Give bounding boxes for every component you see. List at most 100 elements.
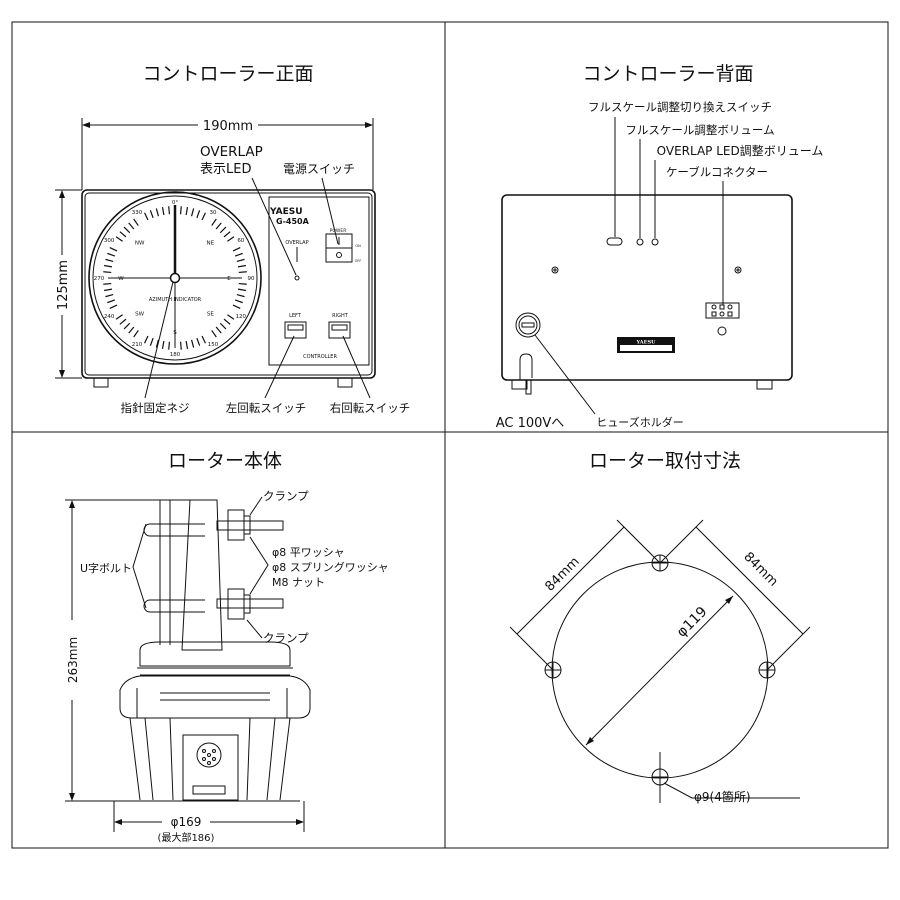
dial-tick bbox=[211, 330, 217, 338]
left-switch-callout: 左回転スイッチ bbox=[226, 401, 307, 415]
screw-icon bbox=[551, 266, 559, 274]
front-title: コントローラー正面 bbox=[142, 63, 313, 85]
overlap-volume-callout: OVERLAP LED調整ボリューム bbox=[657, 143, 824, 158]
dial-tick bbox=[211, 218, 217, 226]
dial-tick bbox=[103, 271, 112, 274]
dial-tick bbox=[237, 288, 247, 292]
dial-tick bbox=[179, 341, 182, 350]
model-name: G-450A bbox=[276, 217, 310, 226]
dial-tick bbox=[115, 314, 123, 320]
fullscale-volume[interactable] bbox=[636, 238, 644, 246]
dial-tick bbox=[238, 271, 247, 274]
power-cord bbox=[519, 353, 533, 395]
dial-tick bbox=[219, 226, 227, 234]
flat-washer-callout: φ8 平ワッシャ bbox=[272, 546, 345, 559]
dial-tick bbox=[201, 335, 206, 344]
dial-tick bbox=[223, 231, 231, 238]
rear-title: コントローラー背面 bbox=[582, 63, 753, 85]
dial-tick bbox=[128, 222, 135, 230]
spring-washer-callout: φ8 スプリングワッシャ bbox=[272, 560, 389, 574]
dial-tick bbox=[227, 314, 235, 320]
overlap-led-callout-1: OVERLAP bbox=[200, 144, 263, 160]
dial-tick bbox=[227, 236, 235, 242]
u-bolt-callout: U字ボルト bbox=[80, 561, 132, 575]
hole-diameter-callout: φ9(4箇所) bbox=[694, 790, 751, 804]
fullscale-switch[interactable] bbox=[606, 237, 623, 246]
height-dimension: 125mm bbox=[56, 260, 71, 310]
width-dimension: 190mm bbox=[203, 119, 253, 134]
dial-tick bbox=[128, 326, 135, 334]
rotor-height-dimension: 263mm bbox=[66, 637, 80, 683]
dial-direction-label: NW bbox=[135, 241, 145, 247]
dial-tick bbox=[201, 212, 206, 221]
pointer-screw-callout: 指針固定ネジ bbox=[121, 401, 190, 415]
off-label: OFF bbox=[355, 259, 362, 263]
clamp-bottom-callout: クランプ bbox=[263, 631, 309, 645]
plate-brand: YAESU bbox=[636, 340, 657, 346]
dial-tick bbox=[103, 282, 112, 285]
dial-degree-label: 210 bbox=[132, 342, 143, 348]
dial-direction-label: SW bbox=[135, 311, 144, 317]
dial-tick bbox=[185, 206, 189, 216]
screw-icon bbox=[734, 266, 742, 274]
dial-tick bbox=[123, 226, 131, 234]
rotor-top-cover bbox=[139, 641, 291, 667]
fuse-holder-callout: ヒューズホルダー bbox=[596, 415, 683, 429]
dial-tick bbox=[119, 231, 127, 238]
dial-tick bbox=[149, 210, 154, 219]
dial-tick bbox=[107, 299, 116, 304]
overlap-led-callout-2: 表示LED bbox=[200, 162, 251, 177]
right-rotate-switch[interactable] bbox=[328, 321, 351, 339]
dial-direction-label: S bbox=[173, 330, 177, 336]
dial-tick bbox=[190, 208, 195, 217]
dial-caption: AZIMUTH INDICATOR bbox=[149, 297, 202, 303]
dial-tick bbox=[103, 264, 113, 268]
nut-callout: M8 ナット bbox=[272, 576, 325, 589]
dial-tick bbox=[215, 222, 222, 230]
left-panel-label: LEFT bbox=[289, 313, 302, 319]
dial-tick bbox=[161, 340, 165, 350]
dial-degree-label: 270 bbox=[94, 276, 105, 282]
dial-tick bbox=[105, 258, 114, 263]
dial-tick bbox=[107, 252, 116, 257]
rotor-diameter-dimension: φ169 bbox=[171, 815, 202, 829]
right-panel-label: RIGHT bbox=[332, 313, 349, 319]
dial-degree-label: 0° bbox=[172, 200, 178, 206]
dial-tick bbox=[234, 252, 243, 257]
fuse-holder[interactable] bbox=[515, 312, 541, 338]
dial-tick bbox=[238, 282, 247, 285]
cable-connector-callout: ケーブルコネクター bbox=[666, 165, 768, 179]
outer-frame bbox=[11, 21, 889, 849]
dial-tick bbox=[236, 293, 245, 298]
dial-tick bbox=[115, 236, 123, 242]
fullscale-switch-callout: フルスケール調整切り換えスイッチ bbox=[588, 100, 772, 114]
dial-tick bbox=[196, 337, 201, 346]
dial-direction-label: E bbox=[227, 276, 231, 282]
right-switch-callout: 右回転スイッチ bbox=[330, 401, 411, 415]
overlap-led bbox=[294, 275, 300, 281]
left-rotate-switch[interactable] bbox=[284, 321, 307, 339]
rotor-housing bbox=[119, 675, 311, 719]
dial-tick bbox=[234, 299, 243, 304]
pointer-screw[interactable] bbox=[169, 272, 181, 284]
dial-degree-label: 180 bbox=[170, 352, 181, 358]
dial-tick bbox=[144, 212, 149, 221]
rear-panel: コントローラー背面 フルスケール調整切り換えスイッチ フルスケール調整ボリューム… bbox=[496, 63, 824, 431]
rotor-cable-connector bbox=[196, 742, 222, 768]
rotor-panel: ローター本体 263mm bbox=[65, 450, 389, 844]
clamp-top-callout: クランプ bbox=[263, 489, 309, 503]
dial-tick bbox=[185, 340, 189, 350]
dial-degree-label: 330 bbox=[132, 210, 143, 216]
dial-tick bbox=[119, 318, 127, 325]
dial-tick bbox=[155, 208, 160, 217]
overlap-led-volume[interactable] bbox=[651, 238, 659, 246]
dial-degree-label: 240 bbox=[104, 314, 115, 320]
dial-tick bbox=[103, 288, 113, 292]
power-switch-callout: 電源スイッチ bbox=[283, 162, 355, 176]
power-panel-label: POWER bbox=[330, 228, 347, 234]
rotor-connector-plate bbox=[182, 734, 239, 801]
dial-tick bbox=[232, 247, 241, 252]
cable-connector[interactable] bbox=[705, 302, 740, 319]
dial-direction-label: SE bbox=[207, 311, 214, 317]
